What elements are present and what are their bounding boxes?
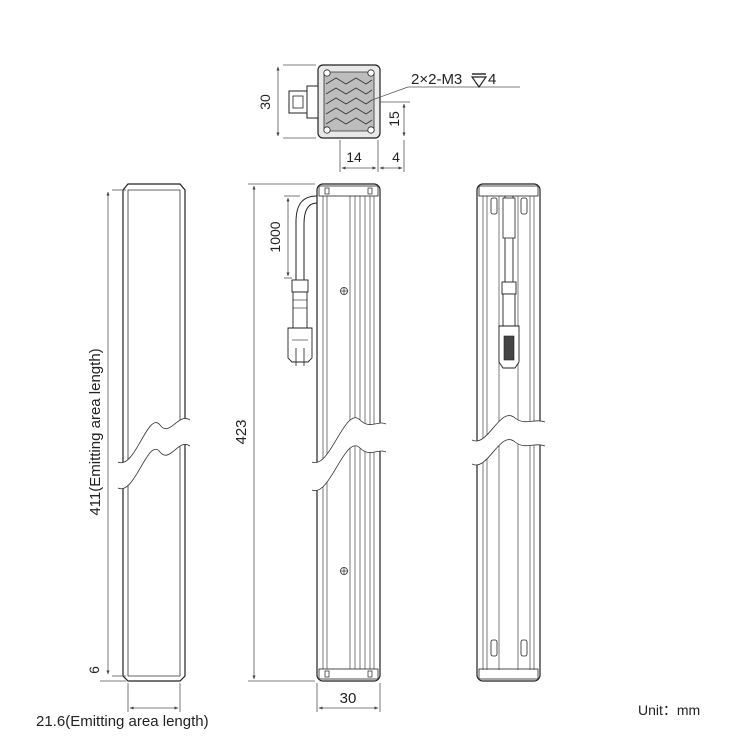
- top-depth-label: 15: [386, 111, 402, 127]
- connector: [288, 85, 319, 119]
- screw-hole: [323, 69, 331, 77]
- depth-symbol-icon: [470, 73, 488, 89]
- end-margin-label: 6: [86, 666, 102, 674]
- screw-hole: [367, 69, 375, 77]
- side-width-label: 30: [340, 690, 357, 707]
- screw-hole: [367, 126, 375, 134]
- rear-view: [471, 183, 546, 682]
- mounting-screw-icon: [340, 567, 348, 575]
- cable-length-label: 1000: [267, 221, 283, 252]
- emitting-width-label: 21.6(Emitting area length): [36, 713, 209, 730]
- rear-cable: [498, 196, 520, 369]
- top-height-label: 30: [257, 94, 273, 110]
- screw-hole: [323, 126, 331, 134]
- top-offset-label-a: 14: [346, 149, 362, 165]
- thread-note: 2×2-M3: [411, 71, 462, 88]
- cable: [287, 195, 318, 366]
- front-view: 411(Emitting area length) 6 21.6(Emittin…: [36, 183, 209, 730]
- top-offset-label-b: 4: [392, 149, 400, 165]
- mounting-screw-icon: [340, 287, 348, 295]
- thread-depth: 4: [488, 71, 496, 88]
- emitting-length-label: 411(Emitting area length): [87, 348, 104, 515]
- thread-note-text: 2×2-M3: [411, 71, 462, 88]
- total-length-label: 423: [233, 419, 250, 444]
- unit-note: Unit：mm: [638, 702, 700, 718]
- side-view: 423 1000 30: [233, 183, 387, 712]
- break-line: [118, 418, 190, 489]
- top-view: 30 15 14 4 2×2-M3 4: [257, 64, 520, 172]
